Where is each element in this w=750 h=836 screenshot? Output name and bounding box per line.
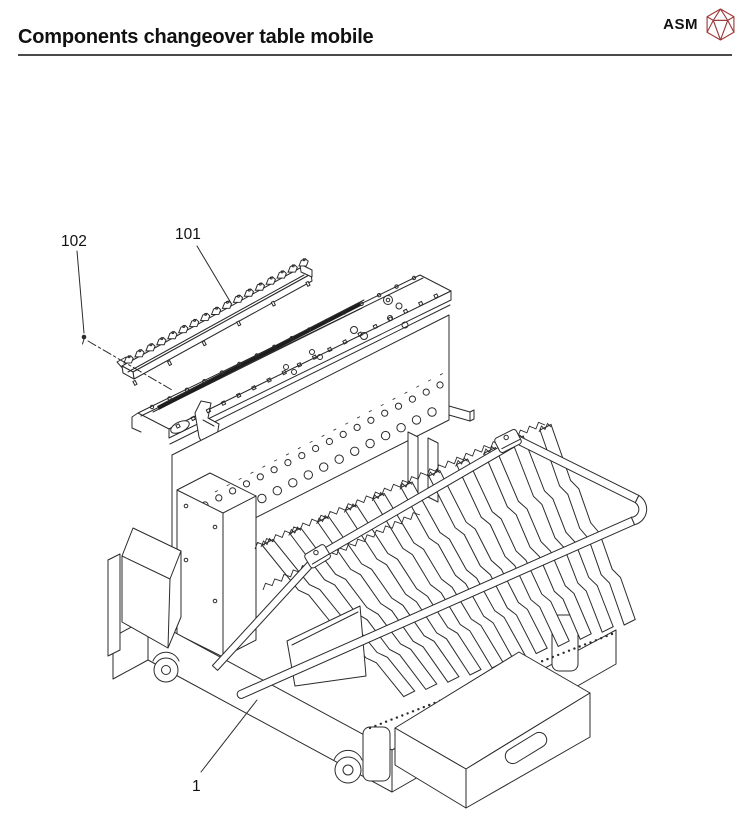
caster-rear-left	[152, 651, 180, 683]
handle-clamp-left	[304, 544, 331, 569]
callout-label-1: 1	[192, 778, 201, 795]
leader-line-102	[76, 250, 85, 334]
rail-feet	[132, 280, 311, 386]
callout-label-102: 102	[61, 233, 87, 250]
handle-bend	[630, 494, 648, 526]
handle-grip-lower	[236, 516, 636, 699]
table-top-holes	[283, 295, 409, 375]
side-peg	[448, 405, 471, 422]
rail-clips	[123, 258, 309, 364]
corner-post-front	[362, 726, 391, 782]
screw-102	[81, 334, 173, 391]
drawer-handle-cutout	[504, 731, 548, 765]
rail-101	[116, 258, 313, 386]
table-top	[131, 274, 452, 446]
rear-hole-row	[149, 275, 417, 410]
callouts: 102 101 1	[61, 226, 258, 795]
caster-front	[333, 749, 363, 784]
header-divider	[18, 54, 732, 56]
asm-logo: ASM	[663, 8, 736, 41]
callout-label-101: 101	[175, 226, 201, 243]
asm-hexagon-gem-icon	[706, 8, 735, 41]
hole-row-upper	[201, 381, 444, 509]
slot-number-row	[214, 373, 443, 493]
drawer	[394, 651, 591, 809]
storage-bin	[107, 527, 182, 657]
clamp-tick-row	[175, 293, 439, 429]
handle-clamp-right	[494, 428, 522, 454]
support-column	[176, 472, 257, 658]
asm-logo-text: ASM	[663, 16, 698, 33]
leader-line-1	[200, 699, 258, 773]
push-handle	[211, 428, 648, 699]
page-title: Components changeover table mobile	[18, 26, 374, 48]
centerline-102	[87, 340, 173, 391]
leader-line-101	[196, 245, 232, 304]
hole-row-lower	[195, 407, 437, 535]
